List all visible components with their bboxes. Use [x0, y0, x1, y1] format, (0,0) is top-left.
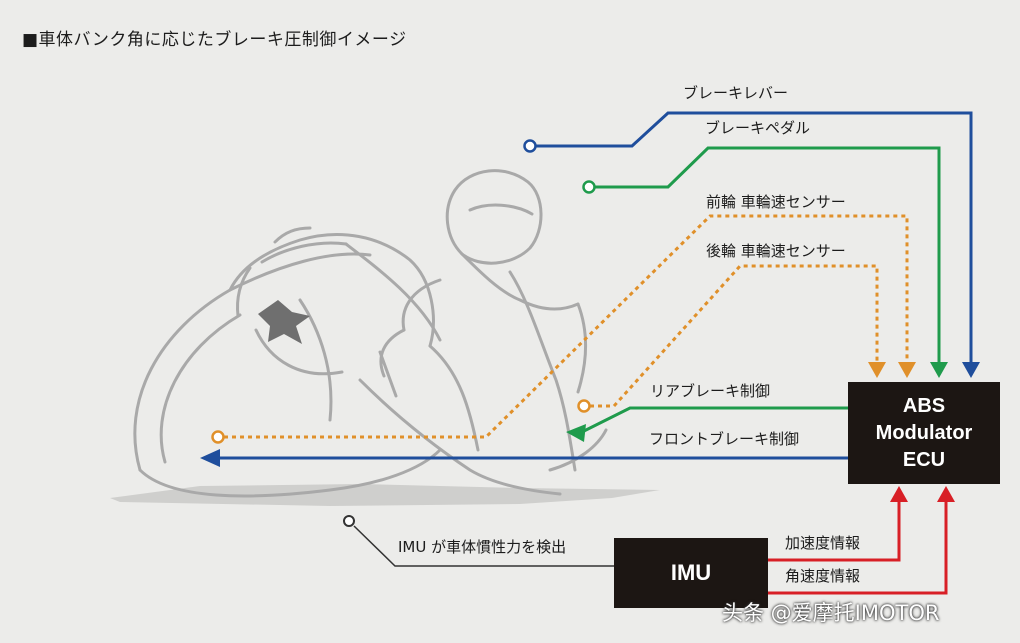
angular-velocity-info-line [768, 486, 955, 595]
motorcycle-illustration [133, 169, 608, 498]
imu-label: IMU [670, 560, 712, 585]
front-wheel-sensor-line [211, 214, 916, 444]
angular-velocity-info-label: 角速度情報 [785, 567, 861, 585]
diagram-title: ■車体バンク角に応じたブレーキ圧制御イメージ [22, 30, 407, 50]
imu-box: IMU [614, 538, 768, 608]
imu-detect-label: IMU が車体慣性力を検出 [398, 538, 567, 556]
ecu-line-2: Modulator [875, 421, 973, 444]
brake-pedal-line [582, 146, 948, 378]
brake-pedal-label: ブレーキペダル [705, 119, 811, 137]
acceleration-info-label: 加速度情報 [785, 534, 861, 552]
imu-leader-line [343, 515, 614, 567]
ground-shadow [110, 484, 660, 506]
rear-brake-control-label: リアブレーキ制御 [650, 382, 771, 400]
front-brake-control-line [200, 449, 848, 467]
rear-brake-control-line [566, 406, 848, 442]
brake-lever-line [523, 111, 980, 378]
rear-wheel-sensor-line [577, 264, 886, 413]
abs-modulator-ecu-box: ABS Modulator ECU [848, 382, 1000, 484]
acceleration-info-line [768, 486, 908, 562]
fairing-dark-patch [258, 300, 310, 344]
rear-wheel-sensor-label: 後輪 車輪速センサー [706, 242, 846, 260]
watermark: 头条 @爱摩托IMOTOR [722, 601, 940, 625]
ecu-line-1: ABS [902, 394, 946, 417]
ecu-line-3: ECU [902, 448, 946, 471]
front-brake-control-label: フロントブレーキ制御 [649, 430, 800, 448]
front-wheel-sensor-label: 前輪 車輪速センサー [706, 193, 846, 211]
brake-lever-label: ブレーキレバー [683, 84, 789, 102]
